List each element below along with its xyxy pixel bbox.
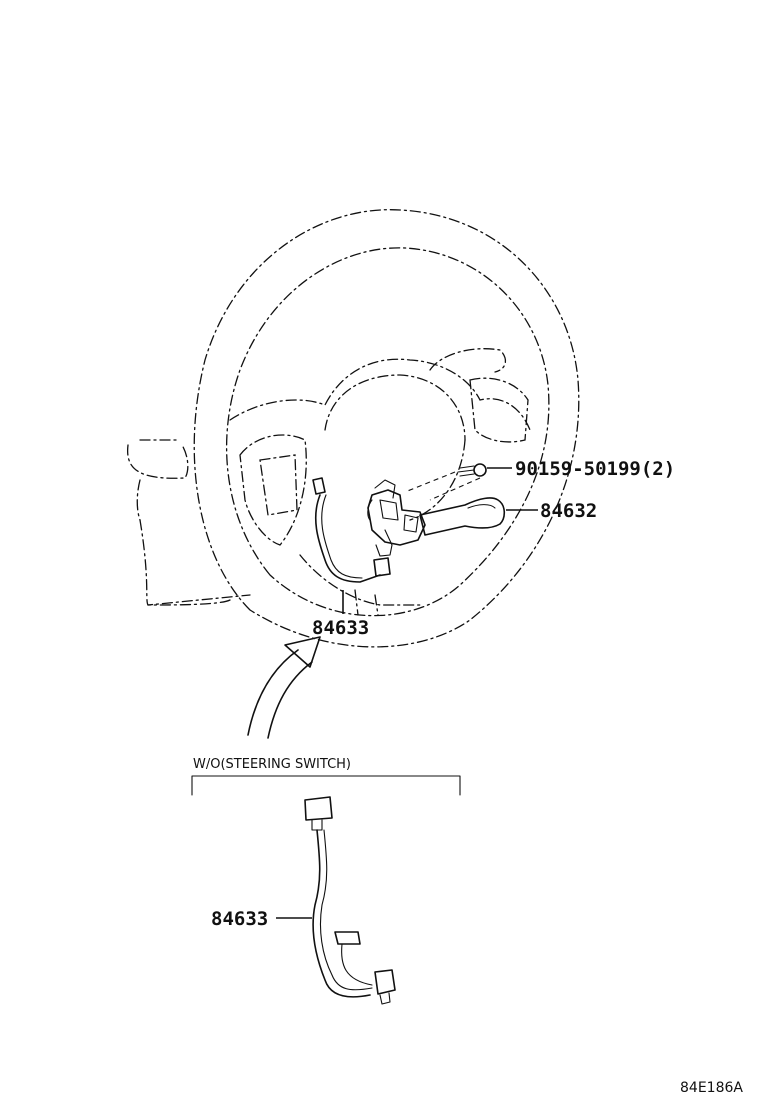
steering-wheel-outline <box>127 209 580 648</box>
callout-wire-variant-label: 84633 <box>211 908 268 930</box>
variant-arrow <box>247 636 321 739</box>
switch-assembly <box>367 479 426 557</box>
callout-wire-main: 84633 <box>312 590 369 639</box>
callout-screw: 90159-50199(2) <box>487 458 675 480</box>
variant-section: W/O(STEERING SWITCH) 84633 <box>191 757 461 1005</box>
wire-harness-variant <box>304 796 396 1005</box>
callout-wire-variant: 84633 <box>211 908 312 930</box>
screw-part <box>404 463 487 501</box>
wire-harness-main <box>312 477 391 583</box>
callout-cover-label: 84632 <box>540 500 597 522</box>
callout-screw-label: 90159-50199(2) <box>515 458 675 480</box>
callout-wire-main-label: 84633 <box>312 617 369 639</box>
lever-cover-part <box>419 497 506 536</box>
variant-label: W/O(STEERING SWITCH) <box>193 757 351 772</box>
variant-bracket <box>191 775 461 796</box>
callout-cover: 84632 <box>506 500 597 522</box>
figure-code: 84E186A <box>680 1080 743 1096</box>
